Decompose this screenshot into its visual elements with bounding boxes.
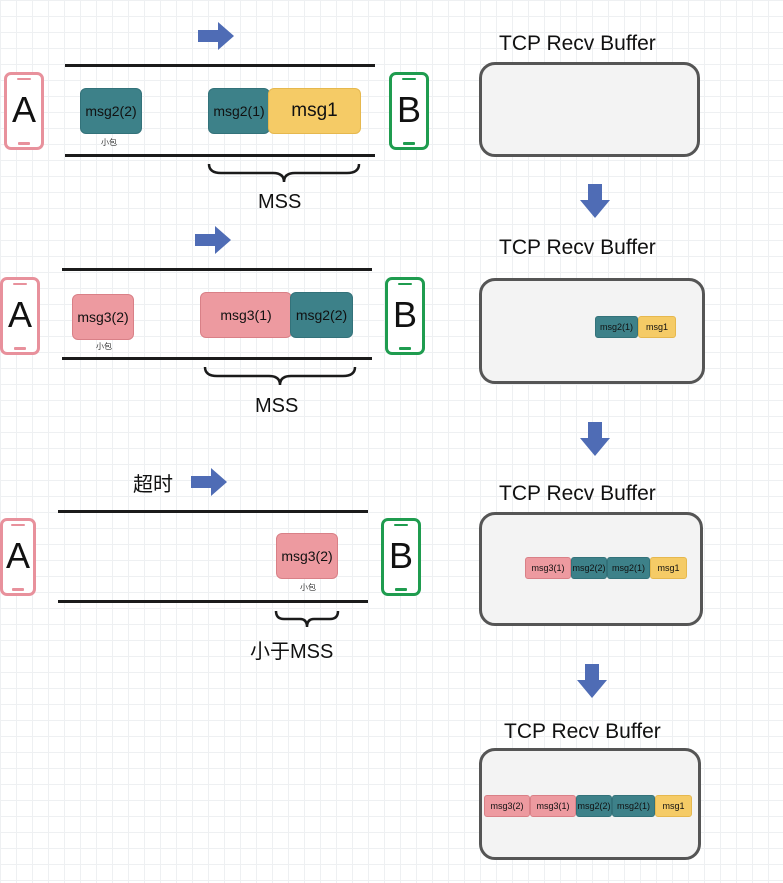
buffer-cell: msg3(2) bbox=[484, 795, 530, 817]
packet: msg1 bbox=[268, 88, 361, 134]
packet: msg3(1) bbox=[200, 292, 292, 338]
buffer-title: TCP Recv Buffer bbox=[499, 236, 656, 259]
buffer-cell: msg2(2) bbox=[576, 795, 612, 817]
phone-icon: B bbox=[385, 277, 425, 355]
sender-label: A bbox=[7, 294, 32, 336]
mss-brace bbox=[207, 163, 361, 183]
recv-buffer bbox=[479, 62, 700, 157]
phone-icon: B bbox=[381, 518, 421, 596]
channel-bottom-line bbox=[62, 357, 372, 360]
packet: msg3(2) bbox=[276, 533, 338, 579]
right-arrow-icon bbox=[191, 468, 227, 496]
small-packet-note: 小包 bbox=[96, 342, 112, 351]
buffer-cell: msg3(1) bbox=[530, 795, 576, 817]
packet: msg2(1) bbox=[208, 88, 270, 134]
down-arrow-icon bbox=[580, 184, 610, 218]
phone-icon: A bbox=[4, 72, 44, 150]
buffer-title: TCP Recv Buffer bbox=[499, 482, 656, 505]
packet: msg2(2) bbox=[290, 292, 353, 338]
mss-label: MSS bbox=[258, 191, 302, 213]
channel-bottom-line bbox=[65, 154, 375, 157]
channel-bottom-line bbox=[58, 600, 368, 603]
phone-icon: A bbox=[0, 277, 40, 355]
buffer-title: TCP Recv Buffer bbox=[499, 32, 656, 55]
right-arrow-icon bbox=[198, 22, 234, 50]
buffer-cell: msg2(1) bbox=[612, 795, 655, 817]
mss-label: MSS bbox=[255, 395, 299, 417]
down-arrow-icon bbox=[577, 664, 607, 698]
small-packet-note: 小包 bbox=[101, 138, 117, 147]
buffer-cell: msg2(1) bbox=[595, 316, 638, 338]
buffer-cell: msg3(1) bbox=[525, 557, 571, 579]
down-arrow-icon bbox=[580, 422, 610, 456]
mss-brace bbox=[203, 366, 357, 386]
receiver-label: B bbox=[392, 294, 417, 336]
receiver-label: B bbox=[388, 535, 413, 577]
timeout-label: 超时 bbox=[133, 474, 173, 496]
channel-top-line bbox=[58, 510, 368, 513]
sender-label: A bbox=[11, 89, 36, 131]
less-than-mss-label: 小于MSS bbox=[250, 641, 334, 663]
buffer-cell: msg2(2) bbox=[571, 557, 607, 579]
packet: msg2(2) bbox=[80, 88, 142, 134]
buffer-cell: msg1 bbox=[650, 557, 687, 579]
small-packet-note: 小包 bbox=[300, 583, 316, 592]
receiver-label: B bbox=[396, 89, 421, 131]
channel-top-line bbox=[65, 64, 375, 67]
packet: msg3(2) bbox=[72, 294, 134, 340]
less-than-mss-brace bbox=[274, 610, 340, 628]
right-arrow-icon bbox=[195, 226, 231, 254]
buffer-cell: msg1 bbox=[655, 795, 692, 817]
phone-icon: A bbox=[0, 518, 36, 596]
buffer-title: TCP Recv Buffer bbox=[504, 720, 661, 743]
buffer-cell: msg2(1) bbox=[607, 557, 650, 579]
phone-icon: B bbox=[389, 72, 429, 150]
channel-top-line bbox=[62, 268, 372, 271]
sender-label: A bbox=[5, 535, 30, 577]
buffer-cell: msg1 bbox=[638, 316, 676, 338]
